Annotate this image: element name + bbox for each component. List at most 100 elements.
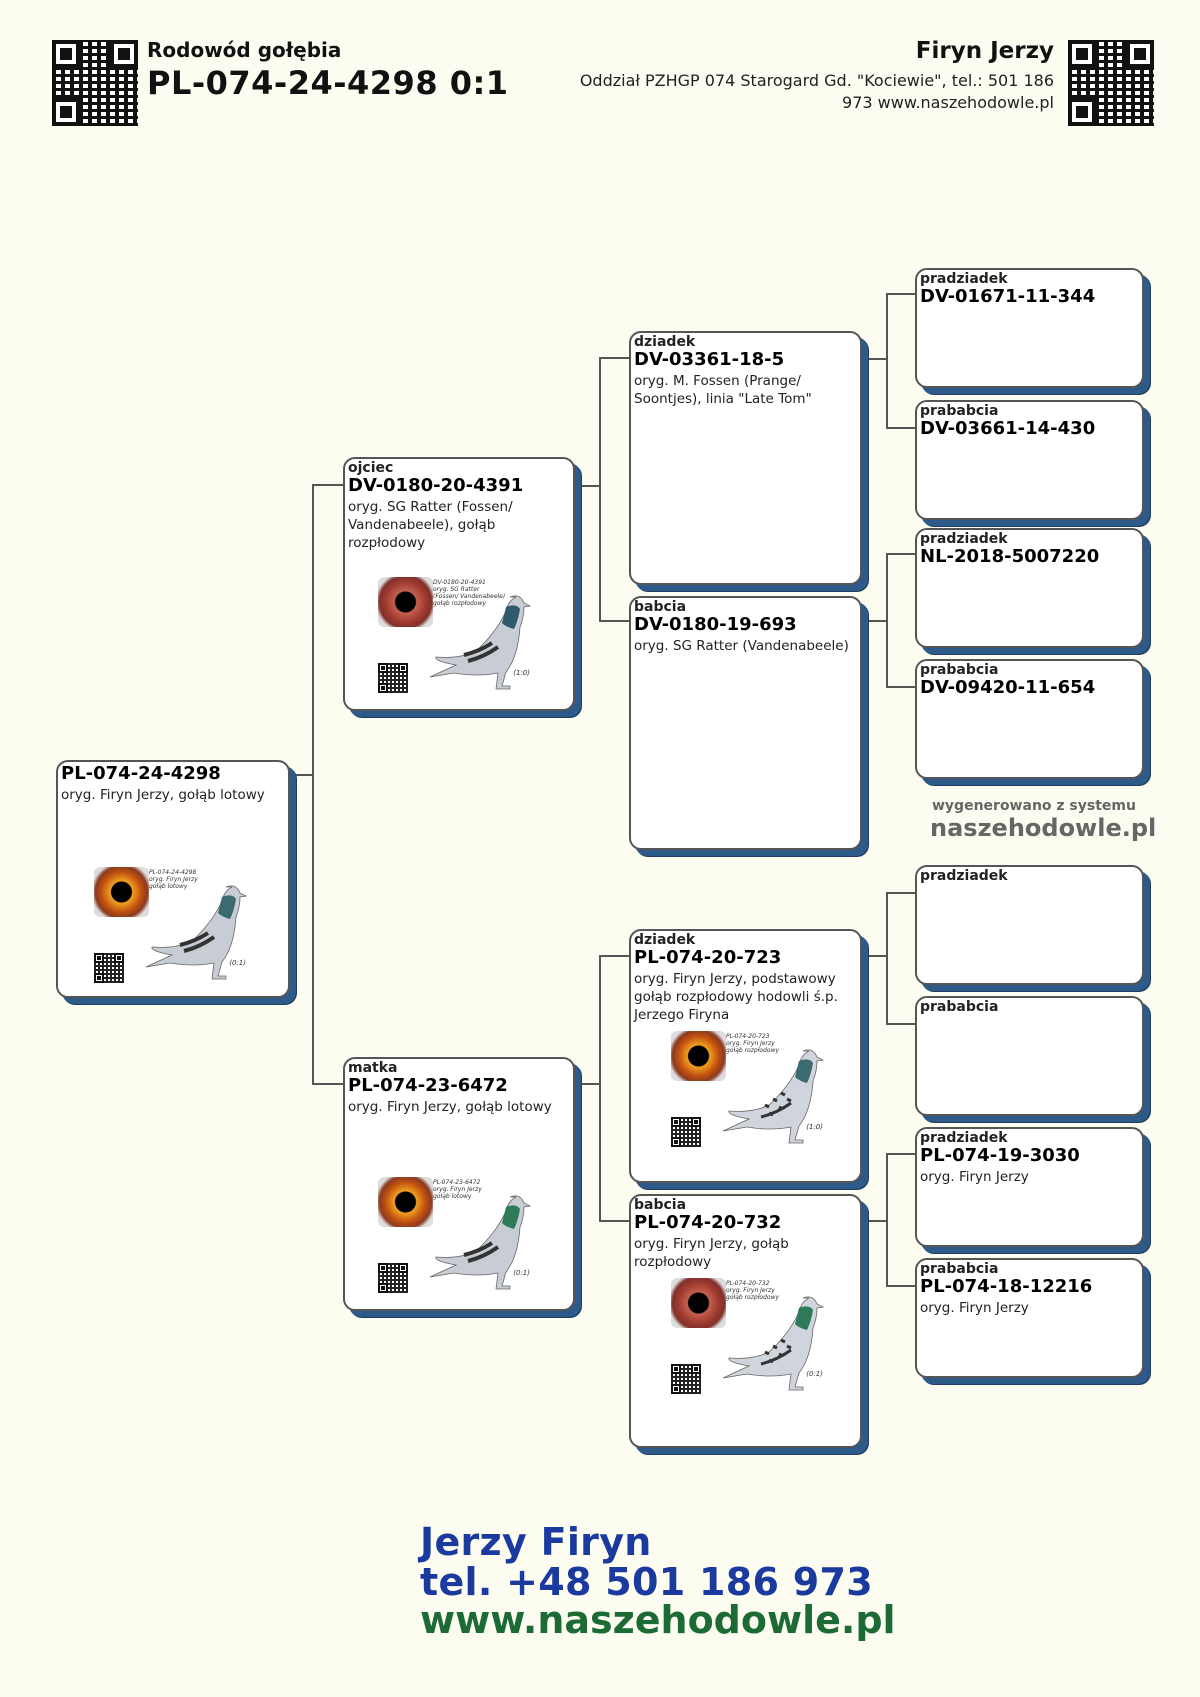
photo-score: (0:1) [513, 1269, 530, 1277]
pedigree-card-great-grandmother[interactable]: prababcia DV-09420-11-654 [915, 659, 1144, 779]
pigeon-photo: PL-074-24-4298 oryg. Firyn Jerzy gołąb l… [94, 867, 254, 987]
photo-caption: PL-074-24-4298 oryg. Firyn Jerzy gołąb l… [149, 869, 198, 890]
qr-code-right [1068, 40, 1154, 126]
relation-label: prababcia [920, 662, 999, 678]
document-title: Rodowód gołębia [147, 38, 342, 62]
relation-label: dziadek [634, 932, 696, 948]
pigeon-description: oryg. Firyn Jerzy, gołąb lotowy [348, 1099, 552, 1115]
connector-line [312, 1083, 344, 1085]
connector-line [886, 553, 916, 555]
pedigree-card-great-grandfather[interactable]: pradziadek NL-2018-5007220 [915, 528, 1144, 648]
connector-line [862, 1220, 888, 1222]
pigeon-description: oryg. Firyn Jerzy [920, 1300, 1029, 1316]
pigeon-icon [145, 885, 248, 980]
pigeon-icon [429, 595, 532, 690]
connector-line [886, 427, 916, 429]
pigeon-description: oryg. SG Ratter (Vandenabeele) [634, 638, 849, 654]
pedigree-card-great-grandmother[interactable]: prababcia [915, 996, 1144, 1116]
relation-label: pradziadek [920, 868, 1008, 884]
connector-line [862, 955, 888, 957]
pedigree-card-great-grandfather[interactable]: pradziadek DV-01671-11-344 [915, 268, 1144, 388]
eye-photo-icon [671, 1031, 726, 1081]
photo-caption: PL-074-20-723 oryg. Firyn Jerzy gołąb ro… [726, 1033, 780, 1054]
connector-line [886, 892, 916, 894]
connector-line [599, 620, 629, 622]
pedigree-card-paternal-grandmother[interactable]: babcia DV-0180-19-693 oryg. SG Ratter (V… [629, 596, 862, 850]
connector-line [886, 293, 916, 295]
connector-line [886, 1153, 916, 1155]
connector-line [599, 955, 601, 1221]
pigeon-photo: PL-074-23-6472 oryg. Firyn Jerzy gołąb l… [378, 1177, 538, 1297]
connector-line [862, 358, 888, 360]
ring-number: DV-03661-14-430 [920, 418, 1096, 439]
pedigree-card-mother[interactable]: matka PL-074-23-6472 oryg. Firyn Jerzy, … [343, 1057, 575, 1311]
footer-phone: tel. +48 501 186 973 [420, 1560, 874, 1604]
relation-label: babcia [634, 599, 687, 615]
ring-number: DV-03361-18-5 [634, 349, 785, 370]
relation-label: pradziadek [920, 271, 1008, 287]
pigeon-description: oryg. Firyn Jerzy, podstawowy gołąb rozp… [634, 971, 838, 1023]
relation-label: prababcia [920, 403, 999, 419]
connector-line [862, 620, 888, 622]
pigeon-photo: PL-074-20-723 oryg. Firyn Jerzy gołąb ro… [671, 1031, 831, 1151]
connector-line [312, 484, 344, 486]
photo-score: (0:1) [229, 959, 246, 967]
photo-score: (1:0) [513, 669, 530, 677]
qr-code-photo [671, 1117, 701, 1147]
photo-caption: PL-074-23-6472 oryg. Firyn Jerzy gołąb l… [433, 1179, 482, 1200]
relation-label: matka [348, 1060, 398, 1076]
connector-line [886, 686, 916, 688]
owner-address: Oddział PZHGP 074 Starogard Gd. "Kociewi… [579, 71, 1054, 112]
owner-name: Firyn Jerzy [915, 38, 1054, 64]
pedigree-card-paternal-grandfather[interactable]: dziadek DV-03361-18-5 oryg. M. Fossen (P… [629, 331, 862, 585]
pigeon-description: oryg. Firyn Jerzy, gołąb rozpłodowy [634, 1236, 789, 1270]
connector-line [575, 485, 601, 487]
pedigree-card-maternal-grandmother[interactable]: babcia PL-074-20-732 oryg. Firyn Jerzy, … [629, 1194, 862, 1448]
relation-label: pradziadek [920, 531, 1008, 547]
pigeon-description: oryg. Firyn Jerzy, gołąb lotowy [61, 787, 265, 803]
pigeon-description: oryg. M. Fossen (Prange/ Soontjes), lini… [634, 373, 812, 407]
relation-label: prababcia [920, 1261, 999, 1277]
footer-website-link[interactable]: www.naszehodowle.pl [420, 1598, 896, 1642]
pigeon-description: oryg. SG Ratter (Fossen/ Vandenabeele), … [348, 499, 513, 551]
pigeon-photo: DV-0180-20-4391 oryg. SG Ratter (Fossen/… [378, 577, 538, 697]
ring-number: DV-0180-19-693 [634, 614, 797, 635]
ring-number: NL-2018-5007220 [920, 546, 1100, 567]
photo-score: (0:1) [806, 1370, 823, 1378]
pedigree-card-great-grandmother[interactable]: prababcia PL-074-18-12216 oryg. Firyn Je… [915, 1258, 1144, 1378]
qr-code-photo [378, 663, 408, 693]
pedigree-card-great-grandfather[interactable]: pradziadek [915, 865, 1144, 985]
pedigree-card-great-grandmother[interactable]: prababcia DV-03661-14-430 [915, 400, 1144, 520]
relation-label: ojciec [348, 460, 394, 476]
qr-code-left [52, 40, 138, 126]
connector-line [599, 955, 629, 957]
relation-label: babcia [634, 1197, 687, 1213]
ring-number: DV-01671-11-344 [920, 286, 1096, 307]
generated-site: naszehodowle.pl [930, 814, 1157, 842]
connector-line [599, 357, 629, 359]
connector-line [599, 1220, 629, 1222]
eye-photo-icon [378, 577, 433, 627]
pedigree-card-subject[interactable]: PL-074-24-4298 oryg. Firyn Jerzy, gołąb … [56, 760, 290, 998]
connector-line [886, 1023, 916, 1025]
pedigree-card-father[interactable]: ojciec DV-0180-20-4391 oryg. SG Ratter (… [343, 457, 575, 711]
qr-code-photo [94, 953, 124, 983]
footer-owner-name: Jerzy Firyn [420, 1520, 652, 1564]
relation-label: dziadek [634, 334, 696, 350]
qr-code-photo [378, 1263, 408, 1293]
pedigree-card-maternal-grandfather[interactable]: dziadek PL-074-20-723 oryg. Firyn Jerzy,… [629, 929, 862, 1183]
ring-number: DV-09420-11-654 [920, 677, 1096, 698]
relation-label: prababcia [920, 999, 999, 1015]
connector-line [886, 1153, 888, 1286]
ring-number: PL-074-20-723 [634, 947, 782, 968]
ring-number: PL-074-24-4298 [61, 763, 221, 784]
pigeon-icon [429, 1195, 532, 1290]
pigeon-icon [722, 1296, 825, 1391]
pigeon-photo: PL-074-20-732 oryg. Firyn Jerzy gołąb ro… [671, 1278, 831, 1398]
ring-number: PL-074-23-6472 [348, 1075, 508, 1096]
pedigree-card-great-grandfather[interactable]: pradziadek PL-074-19-3030 oryg. Firyn Je… [915, 1127, 1144, 1247]
photo-caption: DV-0180-20-4391 oryg. SG Ratter (Fossen/… [433, 579, 506, 607]
pigeon-icon [722, 1049, 825, 1144]
connector-line [575, 1083, 601, 1085]
photo-score: (1:0) [806, 1123, 823, 1131]
